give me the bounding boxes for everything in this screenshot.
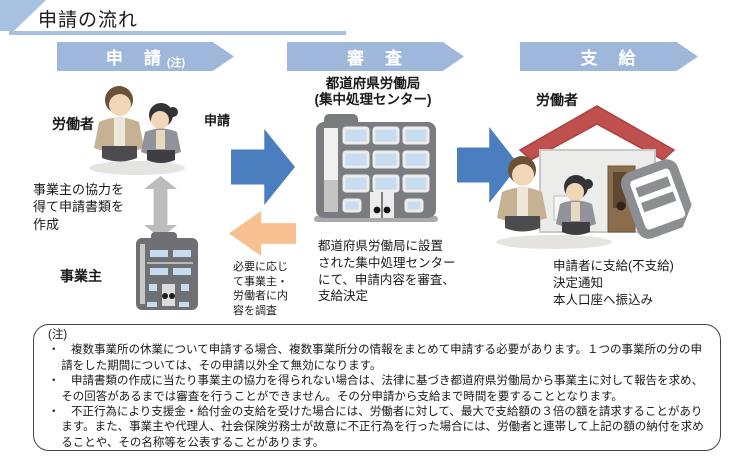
note-item: ・ 申請書類の作成に当たり事業主の協力を得られない場合は、法律に基づき都道府県労… <box>48 374 706 405</box>
apply-arrow-icon <box>231 129 295 205</box>
note-item-text: 不正行為により支援金・給付金の支給を受けた場合には、労働者に対して、最大で支給額… <box>61 406 704 449</box>
notice-document-icon <box>620 159 698 239</box>
notes-box: (注) ・ 複数事業所の休業について申請する場合、複数事業所分の情報をまとめて申… <box>33 324 721 451</box>
banner-pay: 支 給 <box>520 42 698 71</box>
worker-couple-icon <box>89 86 185 175</box>
worker-label-right: 労働者 <box>536 92 578 108</box>
apply-arrow-label: 申請 <box>204 113 231 128</box>
review-desc-text: 都道府県労働局に設置 された集中処理センター にて、申請内容を審査、 支給決定 <box>318 239 456 304</box>
cooperation-text: 事業主の協力を 得て申請書類を 作成 <box>33 182 125 232</box>
notes-list: ・ 複数事業所の休業について申請する場合、複数事業所分の情報をまとめて申請する必… <box>48 343 706 451</box>
note-item: ・ 不正行為により支援金・給付金の支給を受けた場合には、労働者に対して、最大で支… <box>48 405 706 451</box>
bullet: ・ <box>48 406 60 419</box>
pay-desc-text: 申請者に支給(不支給) 決定通知 本人口座へ振込み <box>553 259 674 307</box>
banner-apply: 申 請 (注) <box>57 42 234 71</box>
cooperation-arrow-icon <box>144 176 177 238</box>
employer-building-icon <box>136 232 198 310</box>
banner-review: 審 査 <box>287 42 464 71</box>
note-item-text: 複数事業所の休業について申請する場合、複数事業所分の情報をまとめて申請する必要が… <box>61 344 702 372</box>
payment-scene-icon <box>496 105 698 249</box>
labor-bureau-label: 都道府県労働局 (集中処理センター) <box>314 76 432 107</box>
note-item-text: 申請書類の作成に当たり事業主の協力を得られない場合は、法律に基づき都道府県労働局… <box>61 375 704 403</box>
banner-apply-label: 申 請 <box>105 49 163 68</box>
labor-bureau-building-icon <box>314 114 438 222</box>
note-item: ・ 複数事業所の休業について申請する場合、複数事業所分の情報をまとめて申請する必… <box>48 343 706 374</box>
title-underline <box>9 31 346 35</box>
banner-review-label: 審 査 <box>347 49 404 68</box>
notes-header: (注) <box>48 329 68 341</box>
page-title: 申請の流れ <box>38 10 139 31</box>
worker-label-left: 労働者 <box>52 116 94 132</box>
investigate-text: 必要に応じ て事業主・ 労働者に内 容を調査 <box>233 261 288 318</box>
employer-label: 事業主 <box>60 268 102 284</box>
banner-apply-note-suffix: (注) <box>166 56 186 69</box>
bullet: ・ <box>48 344 60 357</box>
investigate-arrow-icon <box>229 211 296 256</box>
banner-pay-label: 支 給 <box>580 49 638 68</box>
bullet: ・ <box>48 375 60 388</box>
